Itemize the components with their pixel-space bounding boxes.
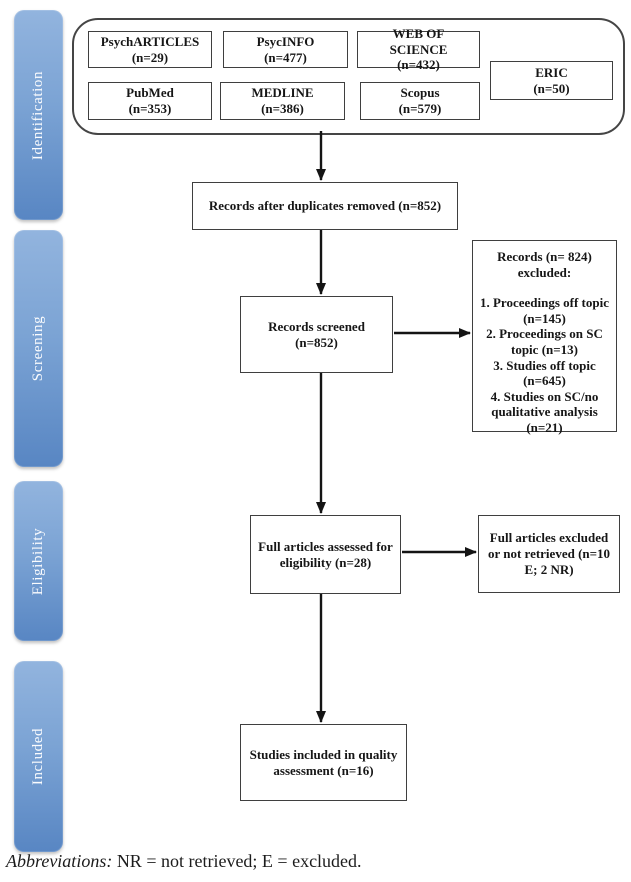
db-name: PubMed	[126, 85, 174, 101]
db-box-psycharticles: PsychARTICLES (n=29)	[88, 31, 212, 68]
db-name: PsycINFO	[256, 33, 315, 49]
db-count: (n=432)	[397, 57, 440, 73]
box-records-after-duplicates-text: Records after duplicates removed (n=852)	[208, 198, 442, 214]
box-records-screened-text: Records screened (n=852)	[268, 318, 365, 350]
db-count: (n=353)	[128, 101, 172, 116]
box-records-screened: Records screened (n=852)	[240, 296, 393, 373]
db-box-eric: ERIC (n=50)	[490, 61, 613, 100]
db-count: (n=477)	[264, 49, 307, 65]
db-name: PsychARTICLES	[100, 33, 200, 49]
box-full-articles-excluded: Full articles excluded or not retrieved …	[478, 515, 620, 593]
db-count: (n=579)	[398, 101, 442, 116]
records-excluded-item-4: 4. Studies on SC/no qualitative analysis…	[490, 388, 599, 435]
records-excluded-item-2: 2. Proceedings on SC topic (n=13)	[486, 326, 603, 357]
db-box-scopus: Scopus (n=579)	[360, 82, 480, 120]
records-excluded-header: Records (n= 824) excluded:	[497, 249, 592, 280]
stage-label-screening-text: Screening	[30, 315, 47, 382]
abbreviations-note: Abbreviations: NR = not retrieved; E = e…	[6, 851, 362, 872]
box-full-articles-excluded-text: Full articles excluded or not retrieved …	[487, 530, 611, 577]
db-name: ERIC	[535, 64, 568, 80]
records-excluded-item-3: 3. Studies off topic (n=645)	[493, 357, 596, 389]
abbreviations-label: Abbreviations:	[6, 851, 113, 871]
stage-label-identification-text: Identification	[30, 70, 47, 160]
stage-label-eligibility-text: Eligibility	[30, 527, 46, 595]
db-box-web-of-science: WEB OF SCIENCE (n=432)	[357, 26, 480, 72]
db-box-pubmed: PubMed (n=353)	[88, 82, 212, 120]
box-studies-included: Studies included in quality assessment (…	[240, 724, 407, 801]
db-name: WEB OF SCIENCE	[389, 25, 448, 57]
box-studies-included-text: Studies included in quality assessment (…	[249, 746, 398, 778]
records-excluded-item-1: 1. Proceedings off topic (n=145)	[479, 295, 610, 326]
stage-label-eligibility: Eligibility	[14, 481, 63, 641]
db-name: MEDLINE	[251, 85, 314, 101]
db-count: (n=50)	[533, 80, 570, 96]
db-box-psycinfo: PsycINFO (n=477)	[223, 31, 348, 68]
box-records-after-duplicates: Records after duplicates removed (n=852)	[192, 182, 458, 230]
db-count: (n=29)	[131, 49, 169, 65]
stage-label-screening: Screening	[14, 230, 63, 467]
box-full-articles-assessed: Full articles assessed for eligibility (…	[250, 515, 401, 594]
abbreviations-text: NR = not retrieved; E = excluded.	[112, 851, 362, 871]
stage-label-included: Included	[14, 661, 63, 852]
db-box-medline: MEDLINE (n=386)	[220, 82, 345, 120]
stage-label-included-text: Included	[30, 727, 46, 786]
box-full-articles-assessed-text: Full articles assessed for eligibility (…	[258, 538, 393, 570]
db-name: Scopus	[400, 85, 440, 101]
db-count: (n=386)	[261, 101, 304, 116]
stage-label-identification: Identification	[14, 10, 63, 220]
box-records-excluded: Records (n= 824) excluded: 1. Proceeding…	[472, 240, 617, 435]
